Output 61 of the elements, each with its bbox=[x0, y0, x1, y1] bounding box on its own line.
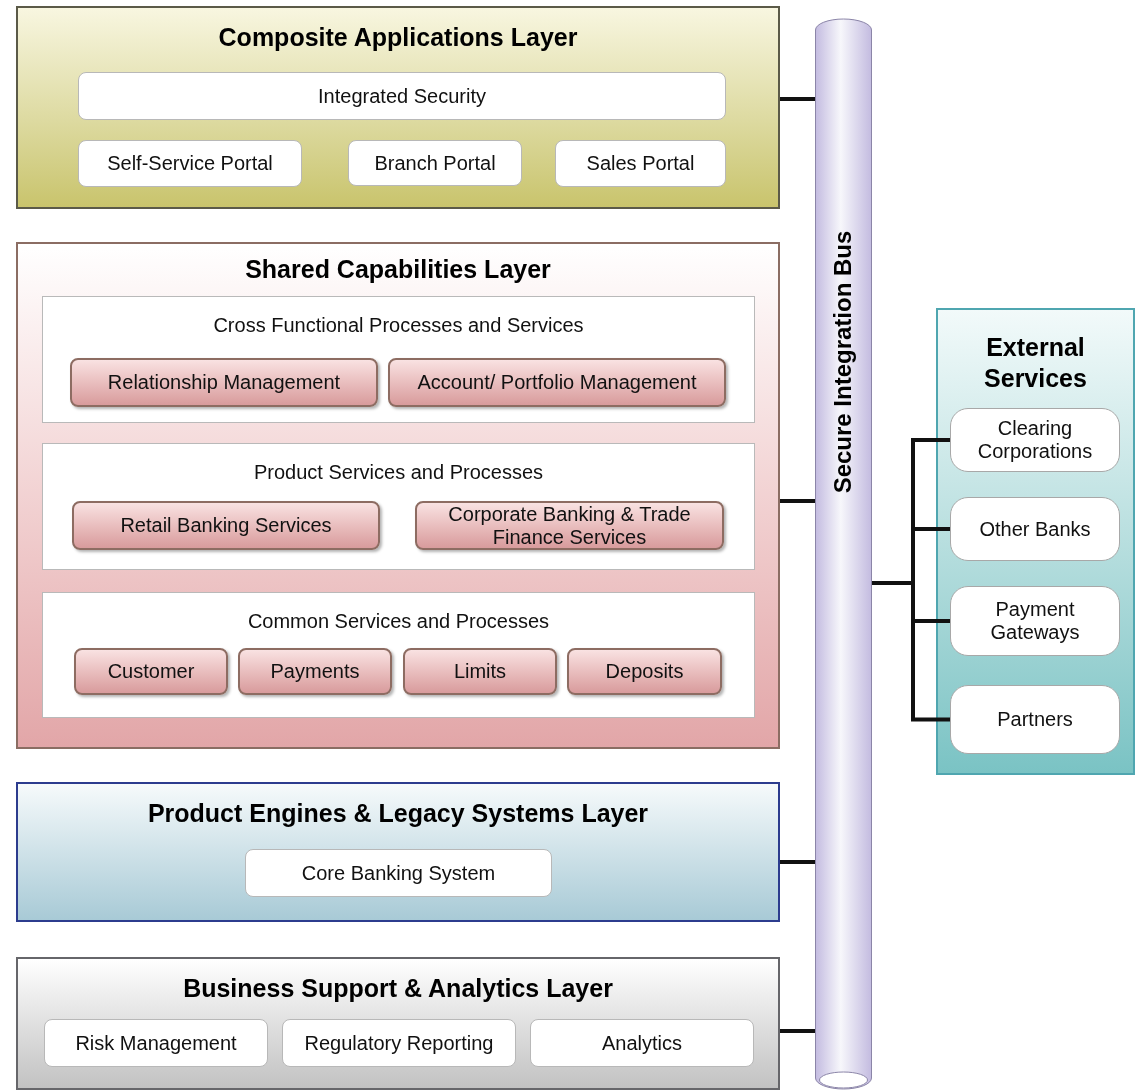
service-label: Customer bbox=[107, 660, 195, 683]
external-label: Payment Gateways bbox=[989, 598, 1081, 644]
service-box bbox=[415, 501, 724, 550]
layer-panel bbox=[16, 782, 780, 922]
service-label: Corporate Banking & Trade Finance Services bbox=[447, 502, 692, 549]
service-label: Limits bbox=[453, 660, 507, 683]
layer-title: Business Support & Analytics Layer bbox=[183, 973, 613, 1004]
group-panel bbox=[42, 592, 755, 718]
service-box bbox=[567, 648, 722, 695]
service-box bbox=[70, 358, 378, 407]
service-box bbox=[555, 140, 726, 187]
external-label: Clearing Corporations bbox=[976, 417, 1094, 463]
group-title: Product Services and Processes bbox=[254, 460, 543, 485]
group-panel bbox=[42, 443, 755, 570]
service-box bbox=[78, 140, 302, 187]
service-box bbox=[44, 1019, 268, 1067]
service-box bbox=[74, 648, 228, 695]
group-title: Cross Functional Processes and Services bbox=[213, 313, 584, 338]
service-box bbox=[72, 501, 380, 550]
service-box bbox=[282, 1019, 516, 1067]
service-label: Self-Service Portal bbox=[107, 151, 273, 176]
service-label: Relationship Management bbox=[107, 371, 341, 394]
layer-panel bbox=[16, 6, 780, 209]
external-panel bbox=[936, 308, 1135, 775]
service-label: Core Banking System bbox=[301, 860, 496, 886]
service-box bbox=[530, 1019, 754, 1067]
service-box bbox=[403, 648, 557, 695]
external-label: Other Banks bbox=[979, 517, 1091, 541]
service-label: Branch Portal bbox=[374, 150, 496, 176]
service-label: Payments bbox=[270, 660, 360, 683]
service-box bbox=[245, 849, 552, 897]
connector-line bbox=[780, 1029, 815, 1033]
external-box bbox=[950, 586, 1120, 656]
external-box bbox=[950, 497, 1120, 561]
connector-line bbox=[780, 499, 815, 503]
service-label: Sales Portal bbox=[586, 151, 695, 176]
service-box bbox=[238, 648, 392, 695]
layer-panel bbox=[16, 242, 780, 749]
layer-panel bbox=[16, 957, 780, 1090]
group-title: Common Services and Processes bbox=[247, 609, 550, 634]
connector-line bbox=[780, 97, 815, 101]
layer-title: Shared Capabilities Layer bbox=[245, 254, 551, 285]
connector-line bbox=[780, 860, 815, 864]
service-label: Retail Banking Services bbox=[120, 514, 332, 537]
external-box bbox=[950, 408, 1120, 472]
service-label: Account/ Portfolio Management bbox=[417, 371, 697, 394]
service-label: Integrated Security bbox=[318, 83, 486, 109]
service-box bbox=[348, 140, 522, 186]
layer-title: Composite Applications Layer bbox=[218, 22, 578, 53]
service-label: Analytics bbox=[602, 1030, 682, 1056]
layer-title: Product Engines & Legacy Systems Layer bbox=[147, 798, 649, 829]
bus-label: Secure Integration Bus bbox=[828, 230, 858, 494]
service-label: Regulatory Reporting bbox=[304, 1030, 494, 1056]
group-panel bbox=[42, 296, 755, 423]
service-box bbox=[388, 358, 726, 407]
external-box bbox=[950, 685, 1120, 754]
service-label: Risk Management bbox=[75, 1030, 237, 1056]
external-title: External Services bbox=[983, 332, 1088, 395]
service-box bbox=[78, 72, 726, 120]
external-label: Partners bbox=[997, 708, 1073, 731]
service-label: Deposits bbox=[605, 660, 684, 683]
